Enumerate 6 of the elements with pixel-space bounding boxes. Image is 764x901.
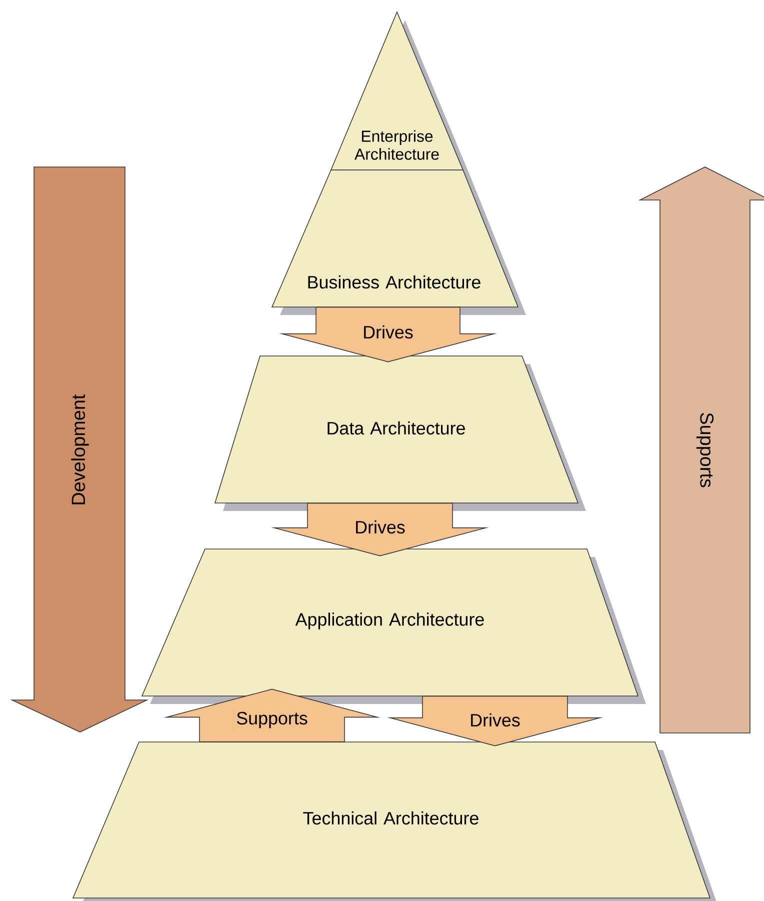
edge-label: Supports — [234, 710, 310, 730]
edge-label: Drives — [468, 711, 522, 729]
up-arrow-band: Supports — [638, 166, 764, 734]
down-arrow-band: Development — [10, 166, 149, 732]
edge-label: Drives — [352, 518, 408, 536]
edge-label: Drives — [360, 323, 416, 341]
